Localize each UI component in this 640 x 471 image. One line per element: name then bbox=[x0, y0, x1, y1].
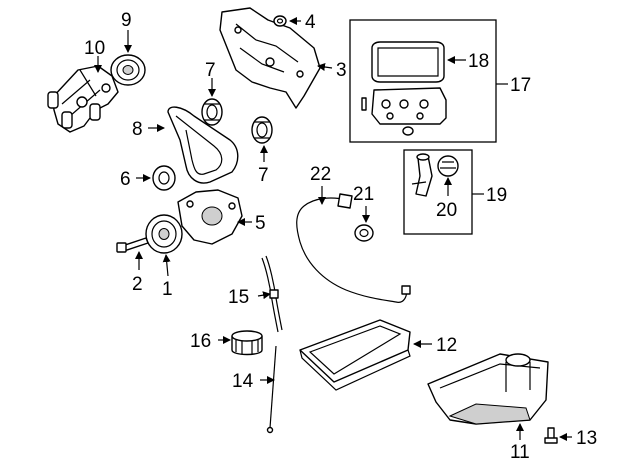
sensor-part bbox=[354, 224, 374, 242]
gasket-part bbox=[371, 41, 445, 83]
dipstick-part bbox=[266, 345, 277, 434]
valve-cover-part bbox=[361, 87, 447, 136]
callout-2: 2 bbox=[132, 274, 143, 295]
oil-filler-part bbox=[411, 153, 433, 197]
sprocket-lower-part bbox=[251, 116, 273, 144]
callout-10: 10 bbox=[84, 38, 105, 59]
callout-7-lower: 7 bbox=[258, 165, 269, 186]
callout-labels: 9 10 4 3 7 8 7 6 5 2 1 18 17 22 21 19 20… bbox=[84, 10, 597, 463]
harness-tube-part bbox=[296, 193, 411, 303]
lower-cover-part bbox=[177, 189, 243, 245]
oil-pan-tray-part bbox=[299, 319, 411, 391]
tensioner-pulley-part bbox=[152, 165, 176, 191]
callout-21: 21 bbox=[353, 184, 374, 205]
callout-1: 1 bbox=[162, 279, 173, 300]
oil-cap-part bbox=[437, 155, 459, 177]
seal-part bbox=[273, 15, 287, 27]
callout-15: 15 bbox=[228, 287, 249, 308]
callout-13: 13 bbox=[576, 428, 597, 449]
idler-pulley-part bbox=[110, 54, 146, 86]
callout-19: 19 bbox=[486, 185, 507, 206]
callout-16: 16 bbox=[190, 331, 211, 352]
callout-8: 8 bbox=[132, 119, 143, 140]
callout-20: 20 bbox=[436, 200, 457, 221]
leader-lines bbox=[94, 17, 572, 441]
valve-cover-group-box bbox=[349, 19, 497, 143]
oil-filler-group-box bbox=[403, 149, 473, 235]
callout-7-upper: 7 bbox=[205, 60, 216, 81]
callout-11: 11 bbox=[510, 442, 530, 463]
timing-cover-part bbox=[219, 7, 321, 109]
callout-12: 12 bbox=[436, 335, 457, 356]
damper-bolt-part bbox=[116, 237, 149, 253]
callout-22: 22 bbox=[310, 164, 331, 185]
oil-pan-part bbox=[427, 353, 549, 425]
callout-5: 5 bbox=[255, 213, 266, 234]
crank-damper-part bbox=[145, 214, 183, 254]
drain-bolt-part bbox=[544, 427, 558, 444]
callout-3: 3 bbox=[336, 60, 347, 81]
timing-belt-part bbox=[167, 106, 239, 184]
mount-bracket-part bbox=[47, 65, 119, 133]
dipstick-tube-part bbox=[261, 255, 283, 333]
callout-18: 18 bbox=[468, 51, 489, 72]
callout-4: 4 bbox=[305, 12, 316, 33]
callout-9: 9 bbox=[121, 10, 132, 31]
callout-14: 14 bbox=[232, 371, 254, 392]
callout-17: 17 bbox=[510, 75, 531, 96]
callout-6: 6 bbox=[120, 169, 131, 190]
sprocket-upper-part bbox=[201, 98, 223, 126]
oil-filter-part bbox=[231, 330, 263, 356]
